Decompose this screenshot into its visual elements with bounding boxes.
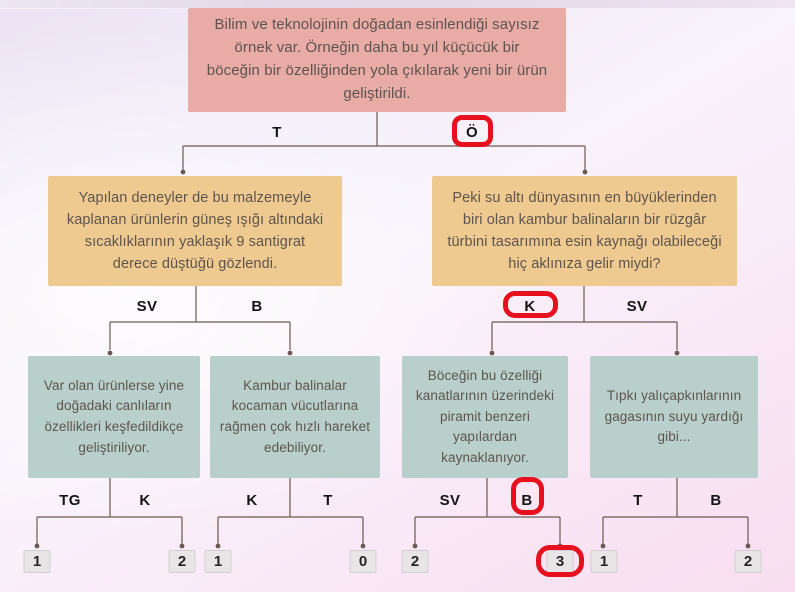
question-node-right: Peki su altı dünyasının en büyüklerinden… (432, 176, 737, 286)
leaf-score-1c[interactable]: 1 (590, 550, 618, 573)
leaf-score-2c[interactable]: 2 (734, 550, 762, 573)
leaf-score-1a[interactable]: 1 (23, 550, 51, 573)
branch-label-k-a[interactable]: K (139, 492, 151, 509)
statement-node-3: Böceğin bu özelliği kanatlarının üzerind… (402, 356, 568, 478)
branch-label-b-d[interactable]: B (710, 492, 722, 509)
connector-level3-a (36, 478, 183, 544)
statement-node-1: Var olan ürünlerse yine doğadaki canlıla… (28, 356, 200, 478)
branch-label-k-b[interactable]: K (246, 492, 258, 509)
highlight-ring-k (503, 291, 558, 318)
connector-level1 (182, 112, 586, 170)
leaf-score-2a[interactable]: 2 (168, 550, 196, 573)
branch-label-t-b[interactable]: T (323, 492, 333, 509)
connector-level3-b (217, 478, 364, 544)
branch-label-tg[interactable]: TG (59, 492, 81, 509)
highlight-ring-b (511, 477, 544, 515)
branch-label-sv-left[interactable]: SV (136, 298, 158, 315)
highlight-ring-3 (536, 545, 584, 577)
branch-label-t[interactable]: T (272, 124, 282, 141)
leaf-score-1b[interactable]: 1 (204, 550, 232, 573)
leaf-score-2b[interactable]: 2 (401, 550, 429, 573)
branch-label-b-left[interactable]: B (251, 298, 263, 315)
connector-level3-d (602, 478, 749, 544)
statement-node-2: Kambur balinalar kocaman vücutlarına rağ… (210, 356, 380, 478)
connector-level2-left (109, 286, 291, 350)
root-node: Bilim ve teknolojinin doğadan esinlendiğ… (188, 8, 566, 112)
branch-label-sv-right[interactable]: SV (626, 298, 648, 315)
branch-label-t-d[interactable]: T (633, 492, 643, 509)
highlight-ring-o (452, 115, 493, 147)
statement-node-4: Tıpkı yalıçapkınlarının gagasının suyu y… (590, 356, 758, 478)
question-node-left: Yapılan deneyler de bu malzemeyle kaplan… (48, 176, 342, 286)
leaf-score-0[interactable]: 0 (349, 550, 377, 573)
branch-label-sv-c[interactable]: SV (439, 492, 461, 509)
